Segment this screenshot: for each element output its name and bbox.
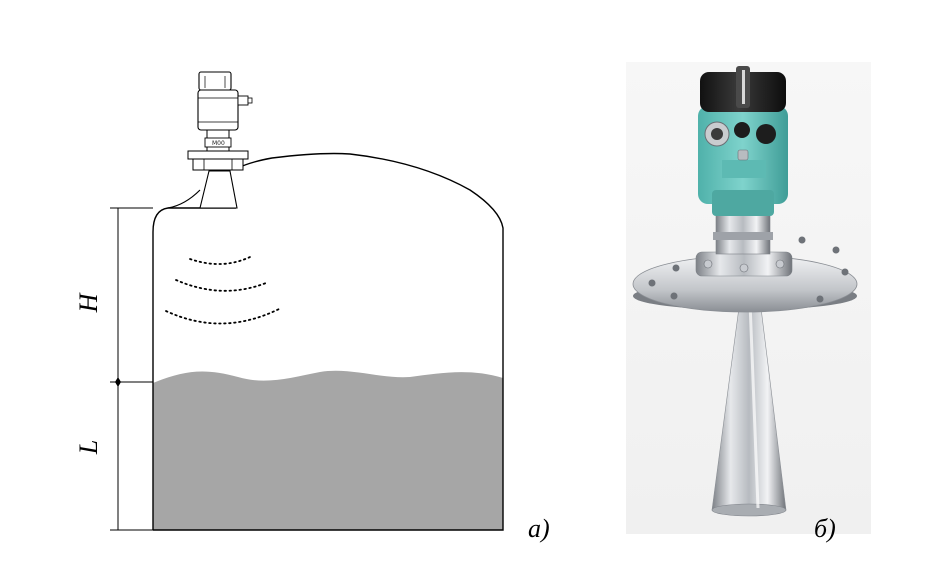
sensor-plate — [204, 137, 232, 148]
port-plug — [756, 124, 776, 144]
sensor-housing — [197, 89, 239, 131]
dimension-arrow — [115, 377, 121, 387]
flange-bolt-hole — [832, 246, 840, 254]
flange-bolt-hole — [648, 279, 656, 287]
cable-gland — [237, 95, 249, 106]
sensor-plate-text: M00 — [212, 140, 225, 147]
adapter-bolt — [703, 259, 713, 269]
flange-bolt-hole — [670, 292, 678, 300]
flange-bolt-hole — [672, 264, 680, 272]
adapter-bolt — [775, 259, 785, 269]
radar-wave-3 — [165, 308, 280, 325]
radar-sensor-photo: б) — [626, 62, 871, 543]
sensor-flange-lower — [192, 158, 244, 171]
housing-label-area — [722, 160, 766, 178]
label-H: H — [74, 292, 103, 313]
photo-horn-mouth — [711, 503, 787, 517]
caption-b: б) — [814, 514, 836, 543]
tank-outline — [152, 152, 504, 531]
tank-shoulder — [167, 189, 201, 209]
port-plug — [734, 122, 750, 138]
photo-housing-lower — [712, 190, 774, 216]
flange-bolt-hole — [841, 268, 849, 276]
flange-bolt-hole — [798, 236, 806, 244]
sensor-flange — [187, 150, 249, 160]
caption-a: а) — [528, 514, 550, 543]
tank-diagram: M00 H L а) — [74, 71, 550, 543]
neck-ring — [713, 232, 773, 240]
liquid-fill — [153, 370, 503, 530]
flange-bolt-hole — [816, 295, 824, 303]
label-L: L — [74, 440, 103, 455]
cable-gland-tip — [247, 97, 253, 104]
sensor-cap — [198, 71, 232, 91]
ground-screw — [737, 149, 749, 161]
horn-antenna — [199, 170, 238, 209]
adapter-bolt — [739, 263, 749, 273]
radar-wave-1 — [189, 256, 251, 265]
horn-highlight — [748, 301, 760, 509]
cap-latch-highlight — [742, 70, 745, 104]
cable-gland-hole — [711, 128, 723, 140]
radar-wave-2 — [175, 279, 267, 292]
